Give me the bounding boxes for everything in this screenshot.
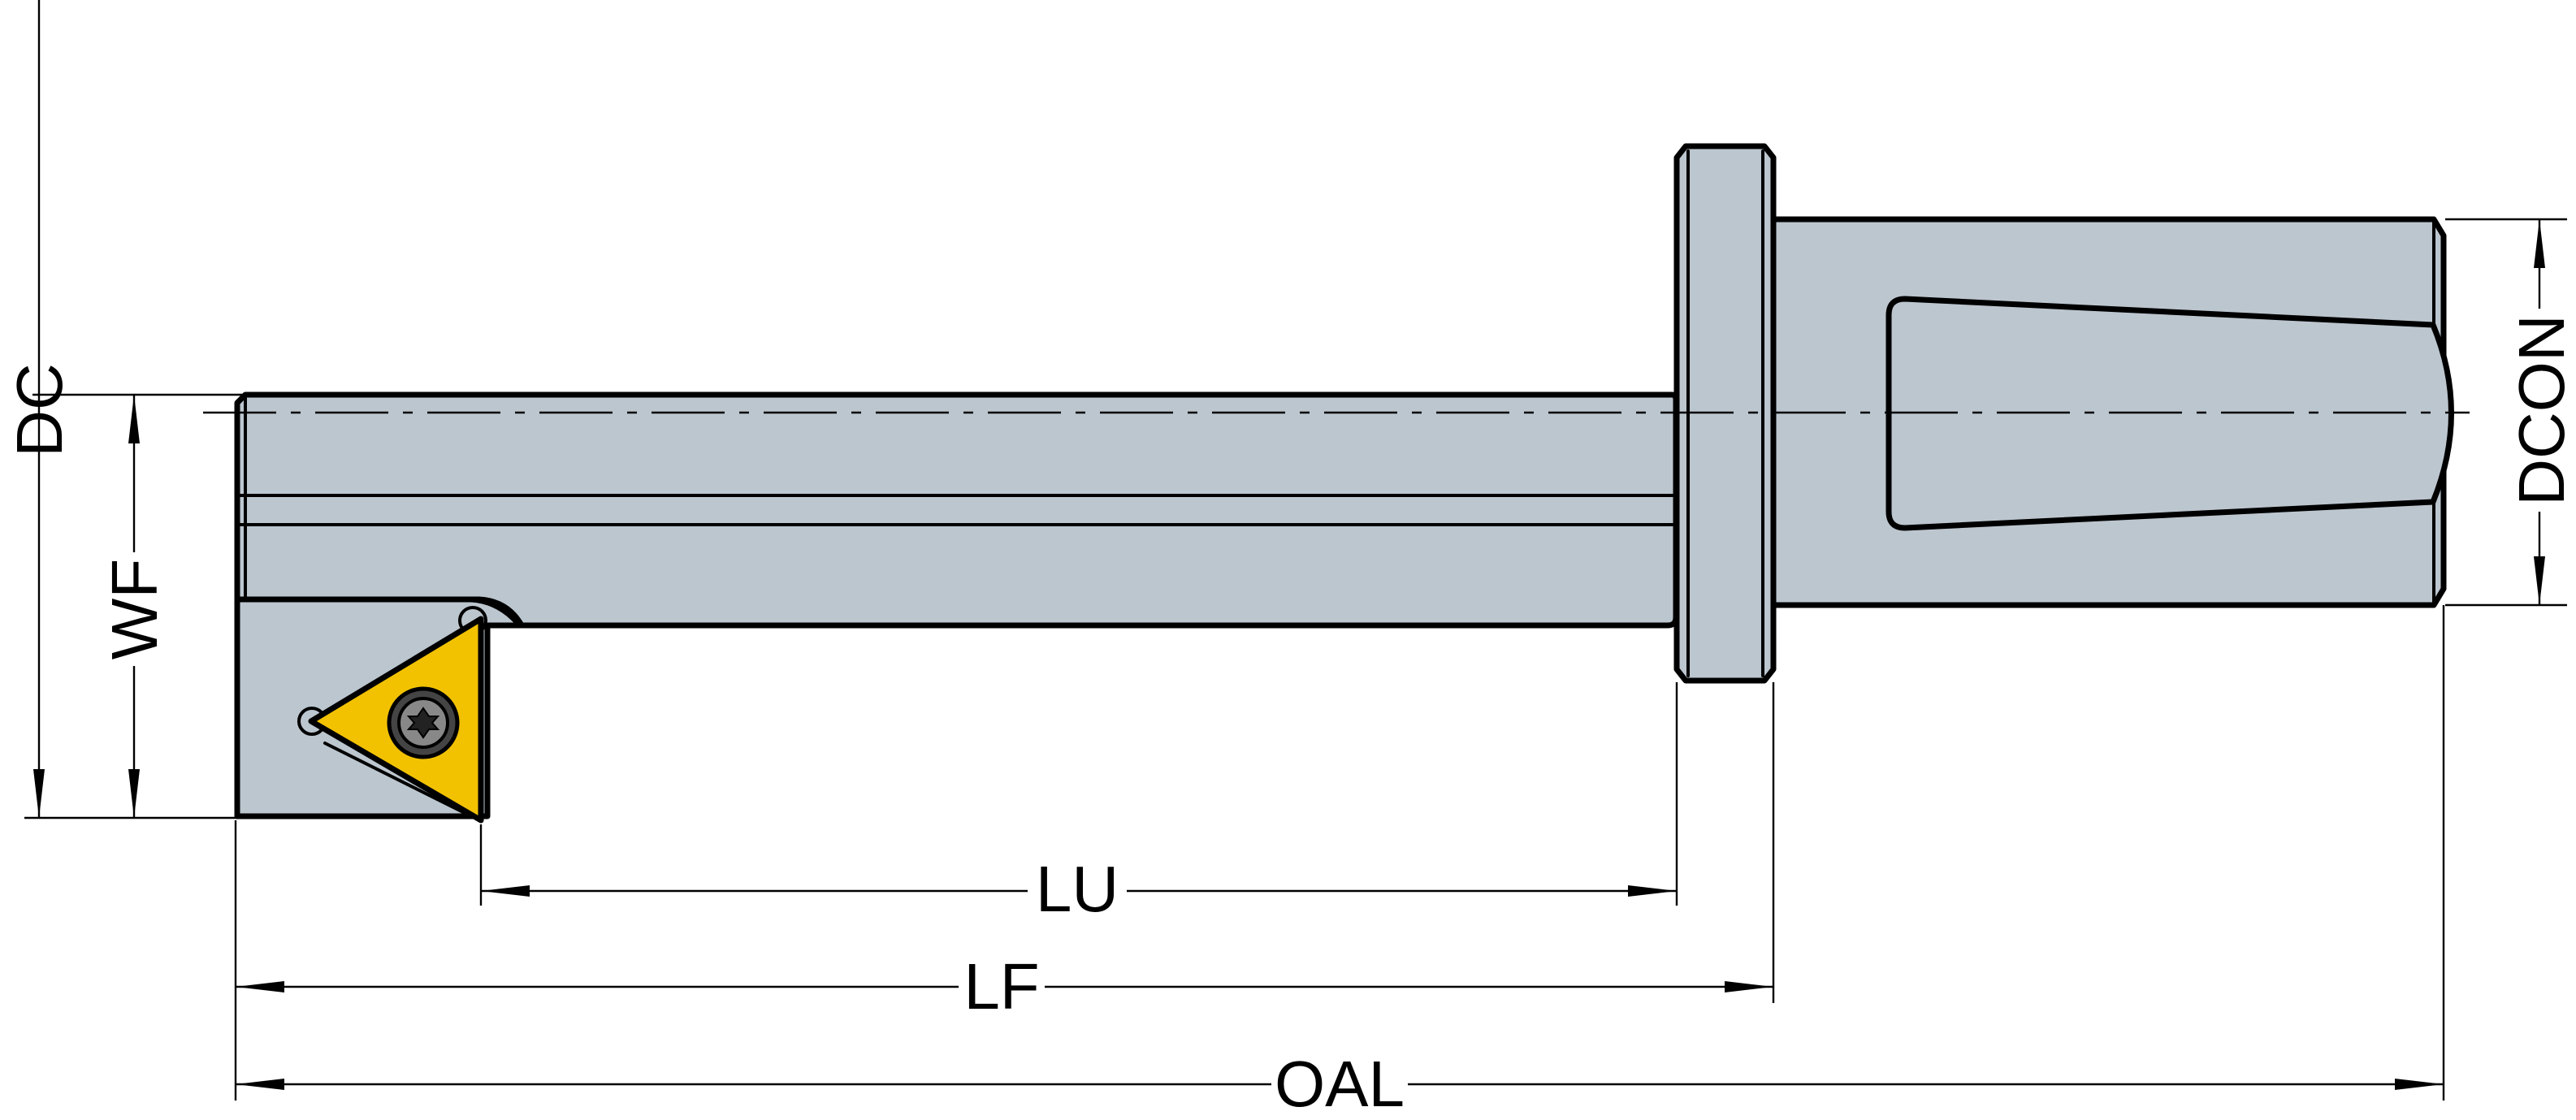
dim-label-wf: WF	[98, 559, 171, 659]
insert-edge-line	[323, 742, 473, 818]
dimension-labels: DC WF DCON LU LF OAL	[3, 309, 2576, 1120]
torx-socket-icon	[406, 707, 440, 739]
cutting-insert	[297, 606, 487, 824]
dim-label-dcon: DCON	[2505, 314, 2576, 506]
tool-body	[234, 143, 2454, 819]
dim-label-lu: LU	[1036, 853, 1119, 925]
dim-label-oal: OAL	[1275, 1048, 1405, 1120]
dim-label-lf: LF	[963, 950, 1039, 1023]
dim-label-dc: DC	[3, 363, 76, 457]
